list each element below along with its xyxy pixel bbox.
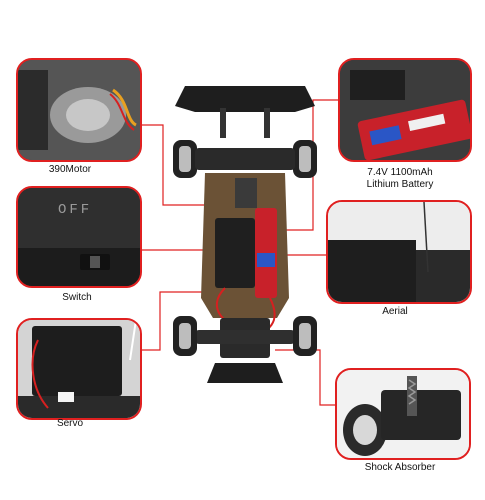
motor-callout <box>16 58 142 162</box>
switch-callout: OFF <box>16 186 142 288</box>
rc-car-chassis-illustration <box>173 86 317 383</box>
receiver-box <box>215 218 255 288</box>
rear-wing <box>175 86 315 112</box>
aerial-photo <box>328 202 470 302</box>
aerial-callout <box>326 200 472 304</box>
servo-label: Servo <box>56 418 84 429</box>
servo-callout <box>16 318 142 420</box>
front-bumper <box>207 363 283 383</box>
shock-absorber-callout <box>335 368 471 460</box>
leader-line-motor <box>140 124 215 206</box>
servo-photo <box>18 320 140 418</box>
motor-photo <box>18 60 140 160</box>
switch-off-text: OFF <box>58 202 93 218</box>
shock-absorber-photo <box>337 370 469 458</box>
switch-photo <box>18 188 140 286</box>
battery-label: 7.4V 1100mAh Lithium Battery <box>345 167 455 191</box>
battery-callout <box>338 58 472 162</box>
aerial-label: Aerial <box>382 306 408 317</box>
battery-label-line1: 7.4V 1100mAh <box>367 167 433 178</box>
shock-absorber-label: Shock Absorber <box>364 462 436 473</box>
leader-line-servo <box>140 291 212 351</box>
battery-label-line2: Lithium Battery <box>366 179 434 190</box>
switch-label: Switch <box>62 292 92 303</box>
battery-photo <box>340 60 470 160</box>
motor-label: 390Motor <box>48 164 92 175</box>
